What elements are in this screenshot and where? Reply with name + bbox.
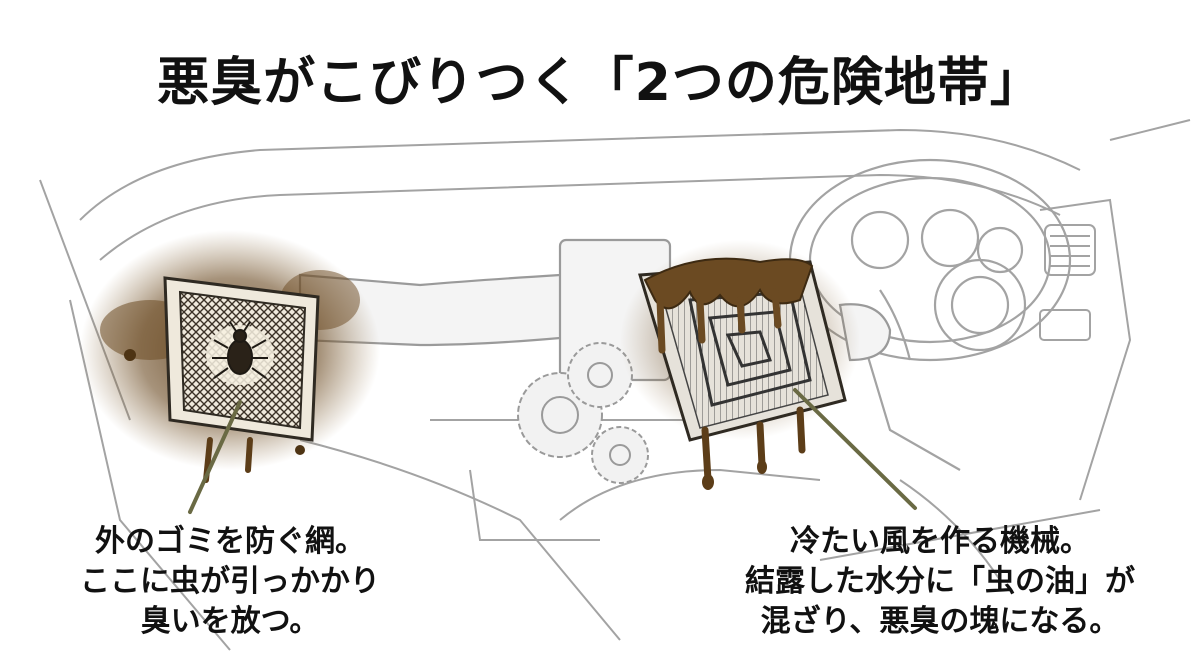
page-title: 悪臭がこびりつく「2つの危険地帯」 (157, 53, 1043, 113)
caption-line: 冷たい風を作る機械。 (790, 524, 1090, 559)
caption-line: 外のゴミを防ぐ網。 (95, 524, 365, 559)
caption-line: ここに虫が引っかかり (80, 564, 380, 599)
evaporator-unit (638, 257, 847, 490)
cabin-filter-caption: 外のゴミを防ぐ網。 ここに虫が引っかかり 臭いを放つ。 (20, 522, 440, 642)
side-vent-right (1039, 224, 1096, 341)
bug-icon (212, 321, 268, 379)
caption-line: 臭いを放つ。 (140, 604, 320, 639)
right-pointer-line (793, 388, 917, 510)
caption-line: 混ざり、悪臭の塊になる。 (760, 604, 1120, 639)
left-pointer-line (188, 400, 242, 514)
evaporator-caption: 冷たい風を作る機械。 結露した水分に「虫の油」が 混ざり、悪臭の塊になる。 (690, 522, 1190, 642)
caption-line: 結露した水分に「虫の油」が (745, 564, 1135, 599)
cabin-air-filter (163, 276, 320, 442)
blower-gears (517, 342, 649, 484)
